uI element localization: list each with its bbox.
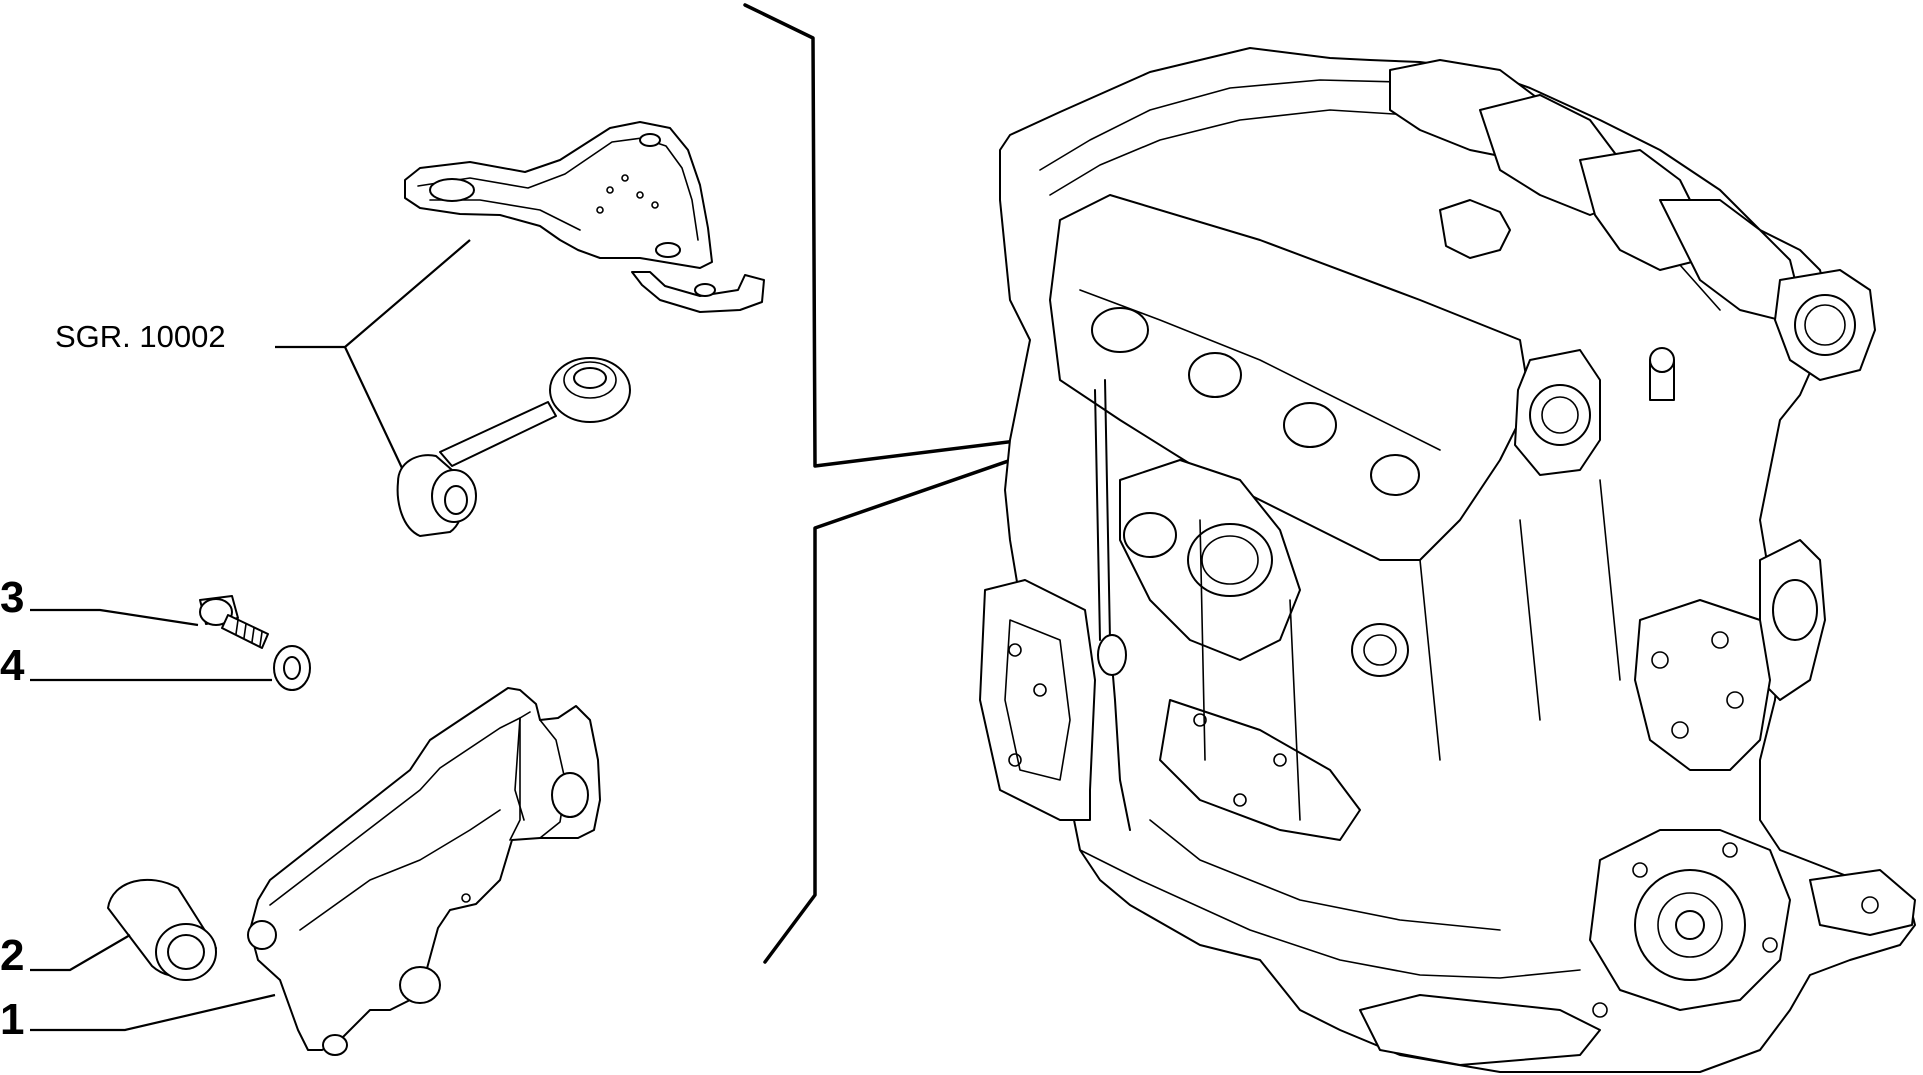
mount-bracket-part-1: [247, 687, 601, 1056]
washer-part-4: [273, 645, 311, 691]
engine-mount-upper-bracket: [404, 121, 765, 313]
sgr-reference-label: SGR. 10002: [55, 319, 226, 354]
callout-3: 3: [0, 573, 24, 622]
callout-leaders: [30, 608, 276, 1032]
sgr-reference-leader: [275, 239, 471, 469]
bushing-part-2: [107, 878, 217, 981]
callout-1: 1: [0, 995, 24, 1044]
pointer-bracket: [743, 3, 1042, 964]
engine-block-assembly: [979, 47, 1916, 1073]
torque-rod: [396, 357, 631, 537]
callout-4: 4: [0, 641, 25, 690]
bolt-part-3: [199, 595, 269, 649]
callout-2: 2: [0, 931, 24, 980]
